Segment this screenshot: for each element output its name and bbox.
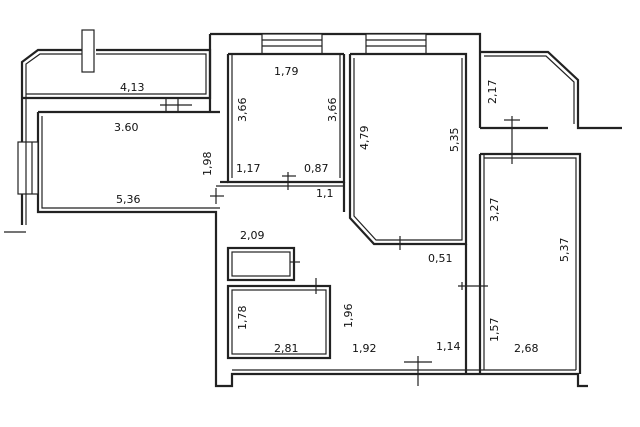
label-room2-right-bottom: 0,87 — [304, 162, 329, 175]
balcony-post — [81, 29, 95, 73]
label-room2-left-bottom: 1,17 — [236, 162, 261, 175]
label-room4-depth: 5,37 — [558, 238, 571, 263]
label-room4-top-depth: 3,27 — [488, 198, 501, 223]
label-room3-left-depth: 4,79 — [358, 126, 371, 151]
label-room2-left-depth: 3,66 — [236, 98, 249, 123]
left-balcony — [4, 29, 212, 233]
label-corridor-depth: 1,96 — [342, 304, 355, 329]
label-room4-width: 2,68 — [514, 342, 539, 355]
label-room4-bottom-depth: 1,57 — [488, 318, 501, 343]
label-room1-bottom-width: 5,36 — [116, 193, 141, 206]
label-room3-right-depth: 5,35 — [448, 128, 461, 153]
label-room1-width: 3.60 — [114, 121, 139, 134]
label-balcony-left-length: 4,13 — [120, 81, 145, 94]
label-hall-width: 2,09 — [240, 229, 265, 242]
label-corridor-right: 1,14 — [436, 340, 461, 353]
label-hall-depth: 1,1 — [316, 187, 334, 200]
label-room2-right-depth: 3,66 — [326, 98, 339, 123]
label-bath-width: 2,81 — [274, 342, 299, 355]
window-left — [17, 141, 39, 195]
dimension-labels: 4,13 3.60 1,98 5,36 1,79 3,66 3,66 1,17 … — [114, 65, 571, 355]
label-room2-width: 1,79 — [274, 65, 299, 78]
label-bath-depth: 1,78 — [236, 306, 249, 331]
window-room2 — [261, 33, 323, 55]
label-corridor-width: 1,92 — [352, 342, 377, 355]
window-room3 — [365, 33, 427, 55]
interior-walls — [216, 52, 485, 374]
label-room3-bottom: 0,51 — [428, 252, 453, 265]
label-balcony-right-depth: 2,17 — [486, 80, 499, 105]
label-room1-depth: 1,98 — [201, 152, 214, 177]
doors — [160, 98, 520, 386]
windows — [17, 33, 427, 195]
